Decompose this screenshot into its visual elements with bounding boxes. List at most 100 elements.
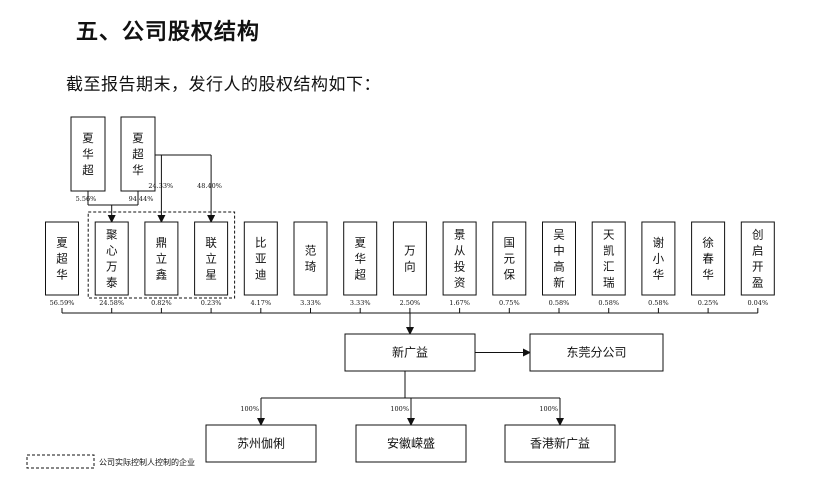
subsidiary-0-box bbox=[205, 424, 317, 463]
shareholder-4-box bbox=[243, 221, 278, 296]
shareholder-0-label-char: 夏 bbox=[56, 236, 68, 250]
shareholder-14-label-char: 盈 bbox=[752, 276, 764, 290]
shareholder-pct-0: 56.59% bbox=[50, 299, 75, 307]
shareholder-11-label-char: 天 bbox=[603, 228, 615, 242]
shareholder-12-label-char: 小 bbox=[653, 252, 665, 266]
shareholder-14-label-char: 开 bbox=[752, 260, 764, 274]
shareholder-11-box bbox=[591, 221, 626, 296]
shareholder-14-label-char: 创 bbox=[752, 228, 764, 242]
pct-top1-juxin: 94.44% bbox=[129, 195, 154, 203]
shareholder-3-label-char: 立 bbox=[205, 252, 217, 266]
shareholder-0-label-char: 华 bbox=[56, 268, 68, 282]
top-holder-1-label-char: 夏 bbox=[132, 131, 144, 145]
shareholder-pct-11: 0.58% bbox=[598, 299, 619, 307]
shareholder-12-label-char: 华 bbox=[653, 268, 665, 282]
shareholder-pct-4: 4.17% bbox=[250, 299, 271, 307]
shareholder-pct-12: 0.58% bbox=[648, 299, 669, 307]
top-holder-1-box bbox=[120, 116, 156, 192]
subsidiary-2-label: 香港新广益 bbox=[530, 436, 590, 451]
subsidiary-pct-1: 100% bbox=[390, 405, 409, 413]
shareholder-10-label-char: 中 bbox=[553, 244, 565, 258]
shareholder-6-label-char: 华 bbox=[354, 252, 366, 266]
shareholder-8-label-char: 景 bbox=[454, 228, 466, 242]
company-box bbox=[344, 333, 476, 372]
top-holder-0-label-char: 夏 bbox=[82, 131, 94, 145]
shareholder-11-label-char: 汇 bbox=[603, 260, 615, 274]
shareholder-pct-3: 0.23% bbox=[201, 299, 222, 307]
shareholder-8-box bbox=[442, 221, 477, 296]
shareholder-7-box bbox=[392, 221, 427, 296]
controlled-enterprise-group bbox=[87, 211, 236, 299]
shareholder-9-label-char: 国 bbox=[504, 236, 516, 250]
subsidiary-pct-2: 100% bbox=[539, 405, 558, 413]
shareholder-4-label-char: 比 bbox=[255, 236, 267, 250]
shareholder-13-label-char: 春 bbox=[702, 252, 714, 266]
branch-office-label: 东莞分公司 bbox=[566, 346, 626, 360]
subsidiary-1-label: 安徽嵘盛 bbox=[387, 436, 435, 451]
company-label: 新广益 bbox=[392, 345, 428, 360]
shareholder-10-label-char: 新 bbox=[553, 276, 565, 290]
shareholder-2-label-char: 立 bbox=[156, 252, 168, 266]
shareholder-10-label-char: 高 bbox=[553, 260, 565, 274]
shareholder-1-box bbox=[94, 221, 129, 296]
shareholder-pct-9: 0.75% bbox=[499, 299, 520, 307]
shareholder-pct-1: 24.58% bbox=[99, 299, 124, 307]
shareholder-13-label-char: 华 bbox=[702, 268, 714, 282]
shareholder-3-box bbox=[194, 221, 229, 296]
shareholder-0-label-char: 超 bbox=[56, 252, 68, 266]
shareholder-5-label-char: 琦 bbox=[305, 260, 317, 274]
shareholder-0-box bbox=[45, 221, 79, 296]
shareholder-5-box bbox=[293, 221, 328, 296]
shareholder-11-label-char: 凯 bbox=[603, 244, 615, 258]
shareholder-11-label-char: 瑞 bbox=[603, 276, 615, 290]
top-holder-1-label-char: 华 bbox=[132, 163, 144, 177]
shareholder-6-label-char: 超 bbox=[354, 268, 366, 282]
shareholder-10-label-char: 吴 bbox=[553, 228, 565, 242]
shareholder-4-label-char: 亚 bbox=[255, 252, 267, 266]
shareholder-13-box bbox=[691, 221, 726, 296]
shareholder-6-box bbox=[343, 221, 378, 296]
shareholder-14-box bbox=[740, 221, 775, 296]
legend-swatch bbox=[26, 454, 95, 469]
shareholder-8-label-char: 投 bbox=[454, 260, 466, 274]
shareholder-7-label-char: 万 bbox=[404, 244, 416, 258]
subsidiary-0-label: 苏州伽俐 bbox=[237, 436, 285, 451]
pct-to-dingli: 24.33% bbox=[148, 182, 173, 190]
shareholder-8-label-char: 资 bbox=[454, 276, 466, 290]
shareholder-1-label-char: 泰 bbox=[106, 276, 118, 290]
shareholder-2-label-char: 鑫 bbox=[156, 268, 168, 282]
legend-text: 公司实际控制人控制的企业 bbox=[99, 457, 195, 467]
shareholder-9-box bbox=[492, 221, 527, 296]
shareholder-pct-5: 3.33% bbox=[300, 299, 321, 307]
shareholder-1-label-char: 万 bbox=[106, 260, 118, 274]
shareholder-pct-14: 0.04% bbox=[747, 299, 768, 307]
shareholder-pct-13: 0.25% bbox=[698, 299, 719, 307]
shareholder-2-label-char: 鼎 bbox=[156, 236, 168, 250]
shareholder-pct-7: 2.50% bbox=[400, 299, 421, 307]
shareholder-pct-10: 0.58% bbox=[549, 299, 570, 307]
shareholder-10-box bbox=[542, 221, 576, 296]
shareholder-pct-8: 1.67% bbox=[449, 299, 470, 307]
shareholder-13-label-char: 徐 bbox=[702, 236, 714, 250]
shareholder-5-label-char: 范 bbox=[305, 244, 317, 258]
top-holder-0-box bbox=[70, 116, 106, 192]
pct-top0-juxin: 5.56% bbox=[76, 195, 97, 203]
shareholder-7-label-char: 向 bbox=[404, 260, 416, 274]
shareholder-9-label-char: 元 bbox=[504, 252, 516, 266]
subsidiary-2-box bbox=[504, 424, 616, 463]
shareholder-6-label-char: 夏 bbox=[354, 236, 366, 250]
pct-to-lianli: 48.40% bbox=[197, 182, 222, 190]
shareholder-1-label-char: 心 bbox=[106, 244, 118, 258]
subsidiary-pct-0: 100% bbox=[240, 405, 259, 413]
shareholder-4-label-char: 迪 bbox=[255, 268, 267, 282]
shareholder-2-box bbox=[144, 221, 179, 296]
shareholder-12-label-char: 谢 bbox=[653, 236, 665, 250]
shareholder-1-label-char: 聚 bbox=[106, 228, 118, 242]
shareholder-9-label-char: 保 bbox=[504, 268, 516, 282]
subsidiary-1-box bbox=[355, 424, 467, 463]
shareholder-14-label-char: 启 bbox=[752, 244, 764, 258]
shareholder-3-label-char: 联 bbox=[205, 236, 217, 250]
section-heading: 五、公司股权结构 bbox=[76, 20, 261, 45]
shareholder-8-label-char: 从 bbox=[454, 244, 466, 258]
